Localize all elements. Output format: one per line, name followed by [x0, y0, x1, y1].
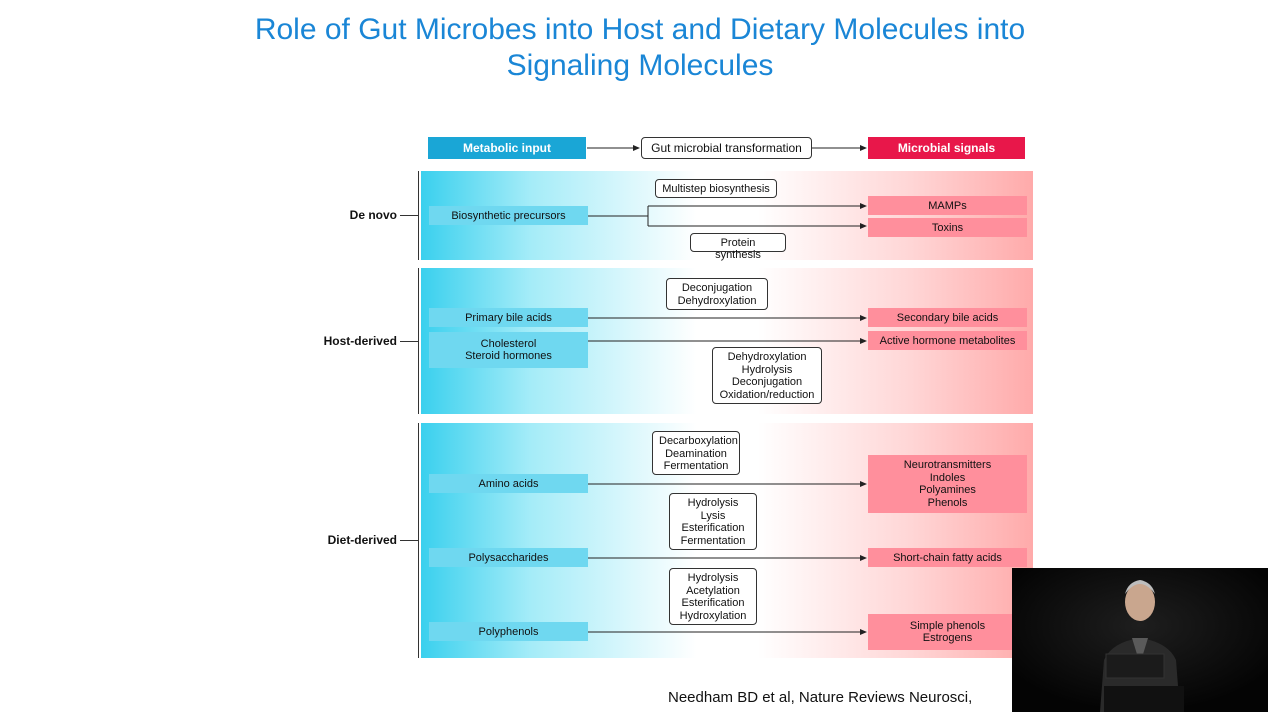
slide-title-line-2: Signaling Molecules: [506, 49, 774, 82]
input-amino-acids: Amino acids: [429, 474, 588, 493]
output-short-chain-fatty-acids: Short-chain fatty acids: [868, 548, 1027, 567]
speaker-figure: [1012, 568, 1268, 712]
callout-polyphenol-transformations: Hydrolysis Acetylation Esterification Hy…: [669, 568, 757, 625]
callout-line: Fermentation: [680, 534, 746, 547]
callout-line: Hydrolysis: [741, 363, 793, 376]
tick-diet-derived: [400, 540, 418, 541]
callout-line: Lysis: [700, 509, 726, 522]
input-steroid-hormones: Steroid hormones: [465, 350, 552, 362]
slide-title: Role of Gut Microbes into Host and Dieta…: [0, 12, 1280, 84]
callout-deconjugation-dehydroxylation: Deconjugation Dehydroxylation: [666, 278, 768, 310]
bracket-diet-derived: [418, 423, 419, 658]
input-polysaccharides: Polysaccharides: [429, 548, 588, 567]
callout-protein-synthesis: Protein synthesis: [690, 233, 786, 261]
callout-line: Deconjugation: [731, 376, 803, 388]
output-mamps: MAMPs: [868, 196, 1027, 215]
output-estrogens: Estrogens: [922, 632, 973, 644]
callout-line: Hydrolysis: [687, 497, 739, 509]
tick-de-novo: [400, 215, 418, 216]
callout-line: Esterification: [681, 597, 745, 609]
callout-multistep-biosynthesis: Multistep biosynthesis: [655, 179, 777, 198]
input-biosynthetic-precursors: Biosynthetic precursors: [429, 206, 588, 225]
callout-line: Deconjugation: [681, 282, 753, 294]
callout-line: Deamination: [665, 447, 727, 460]
speaker-video: [1012, 568, 1268, 712]
tick-host-derived: [400, 341, 418, 342]
callout-polysaccharide-transformations: Hydrolysis Lysis Esterification Fermenta…: [669, 493, 757, 550]
bracket-host-derived: [418, 268, 419, 414]
input-cholesterol: Cholesterol: [480, 338, 537, 350]
callout-line: Decarboxylation: [659, 435, 738, 447]
callout-line: Fermentation: [663, 460, 729, 472]
callout-line: Acetylation: [686, 584, 740, 597]
output-polyamines: Polyamines: [919, 484, 976, 496]
output-neurotransmitters: Neurotransmitters: [903, 459, 992, 471]
callout-line: Dehydroxylation: [727, 351, 807, 363]
slide-title-line-1: Role of Gut Microbes into Host and Dieta…: [254, 13, 1026, 46]
callout-amino-acid-transformations: Decarboxylation Deamination Fermentation: [652, 431, 740, 475]
input-cholesterol-steroid-hormones: Cholesterol Steroid hormones: [429, 332, 588, 368]
citation: Needham BD et al, Nature Reviews Neurosc…: [668, 689, 973, 706]
output-phenols: Phenols: [927, 496, 968, 509]
output-simple-phenols: Simple phenols: [909, 620, 986, 632]
section-label-host-derived: Host-derived: [323, 334, 397, 348]
section-label-diet-derived: Diet-derived: [327, 533, 397, 547]
section-label-de-novo: De novo: [349, 208, 397, 222]
header-metabolic-input: Metabolic input: [428, 137, 586, 159]
callout-line: Esterification: [681, 522, 745, 534]
output-toxins: Toxins: [868, 218, 1027, 237]
output-neurotransmitters-group: Neurotransmitters Indoles Polyamines Phe…: [868, 455, 1027, 513]
output-active-hormone-metabolites: Active hormone metabolites: [868, 331, 1027, 350]
callout-line: Oxidation/reduction: [719, 388, 815, 401]
callout-host-transformations: Dehydroxylation Hydrolysis Deconjugation…: [712, 347, 822, 404]
bracket-de-novo: [418, 171, 419, 260]
header-gut-microbial-transformation: Gut microbial transformation: [641, 137, 812, 159]
output-simple-phenols-estrogens: Simple phenols Estrogens: [868, 614, 1027, 650]
input-polyphenols: Polyphenols: [429, 622, 588, 641]
input-primary-bile-acids: Primary bile acids: [429, 308, 588, 327]
header-microbial-signals: Microbial signals: [868, 137, 1025, 159]
output-secondary-bile-acids: Secondary bile acids: [868, 308, 1027, 327]
callout-line: Dehydroxylation: [677, 294, 757, 307]
output-indoles: Indoles: [929, 471, 966, 484]
callout-line: Hydrolysis: [687, 572, 739, 584]
callout-line: Hydroxylation: [679, 609, 747, 622]
